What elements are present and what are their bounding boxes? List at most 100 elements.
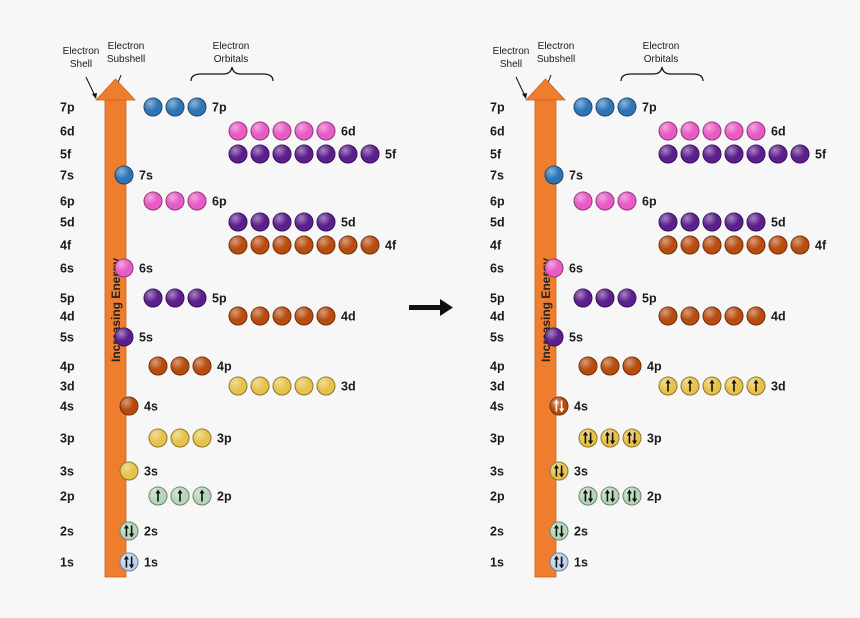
spin-down-arrow-icon <box>559 465 565 478</box>
spin-down-arrow-icon <box>588 490 594 503</box>
orbital-circle <box>680 212 700 232</box>
orbital-circle <box>746 121 766 141</box>
spin-up-arrow-icon <box>123 524 129 537</box>
subshell-label: 3d <box>60 380 75 394</box>
orbital-circle <box>622 486 642 506</box>
orbital-circle <box>272 121 292 141</box>
orbital-circle <box>228 144 248 164</box>
subshell-label: 5p <box>490 292 505 306</box>
subshell-label: 4p <box>60 360 75 374</box>
orbital-circle <box>600 486 620 506</box>
orbital-circle <box>316 376 336 396</box>
orbital-circle <box>192 356 212 376</box>
subshell-1s: 1s 1s <box>60 552 158 572</box>
orbital-label: 7s <box>139 169 153 183</box>
spin-down-arrow-icon <box>588 432 594 445</box>
orbital-circle <box>680 235 700 255</box>
orbital-circle <box>658 121 678 141</box>
spin-down-arrow-icon <box>632 490 638 503</box>
orbital-circle <box>746 306 766 326</box>
orbital-circle <box>187 191 207 211</box>
orbital-circle <box>549 461 569 481</box>
subshell-label: 4d <box>490 310 505 324</box>
orbital-circle <box>250 306 270 326</box>
orbital-label: 3s <box>574 465 588 479</box>
orbital-circle <box>119 521 139 541</box>
orbital-circle <box>573 191 593 211</box>
orbital-circle <box>294 376 314 396</box>
orbital-circle <box>595 97 615 117</box>
orbital-circle <box>702 212 722 232</box>
orbital-label: 6p <box>212 195 227 209</box>
orbital-circle <box>316 235 336 255</box>
spin-up-arrow-icon <box>687 379 693 392</box>
subshell-label: 7s <box>490 169 504 183</box>
orbital-label: 5f <box>815 148 827 162</box>
spin-up-arrow-icon <box>753 379 759 392</box>
orbital-circle <box>600 356 620 376</box>
orbital-circle <box>360 235 380 255</box>
subshell-label: 1s <box>60 556 74 570</box>
orbital-circle <box>338 144 358 164</box>
orbital-circle <box>658 144 678 164</box>
orbital-circle <box>549 396 569 416</box>
spin-up-arrow-icon <box>582 431 588 444</box>
spin-down-arrow-icon <box>610 432 616 445</box>
orbital-circle <box>768 144 788 164</box>
orbital-circle <box>578 486 598 506</box>
orbital-label: 4p <box>647 360 662 374</box>
subshell-label: 7p <box>490 101 505 115</box>
increasing-energy-arrow: Increasing Energy <box>95 78 136 578</box>
subshell-label: 2p <box>60 490 75 504</box>
orbital-label: 6p <box>642 195 657 209</box>
subshell-label: 5f <box>60 148 72 162</box>
orbital-circle <box>658 376 678 396</box>
orbital-circle <box>549 552 569 572</box>
orbital-circle <box>148 486 168 506</box>
spin-up-arrow-icon <box>665 379 671 392</box>
orbital-circle <box>228 235 248 255</box>
orbital-circle <box>119 552 139 572</box>
orbital-circle <box>573 97 593 117</box>
orbital-circle <box>143 97 163 117</box>
orbital-circle <box>658 212 678 232</box>
orbital-circle <box>702 306 722 326</box>
orbital-label: 4d <box>341 310 356 324</box>
orbital-circle <box>544 327 564 347</box>
orbital-label: 4f <box>385 239 397 253</box>
orbital-circle <box>746 235 766 255</box>
orbital-circle <box>316 144 336 164</box>
spin-up-arrow-icon <box>553 399 559 412</box>
orbital-circle <box>170 428 190 448</box>
orbital-circle <box>294 144 314 164</box>
orbital-circle <box>724 376 744 396</box>
orbital-circle <box>724 144 744 164</box>
orbital-circle <box>165 288 185 308</box>
orbital-circle <box>600 428 620 448</box>
orbital-circle <box>617 97 637 117</box>
spin-up-arrow-icon <box>553 555 559 568</box>
orbital-label: 1s <box>144 556 158 570</box>
subshell-label: 7p <box>60 101 75 115</box>
orbital-circle <box>768 235 788 255</box>
subshell-label: 4f <box>490 239 502 253</box>
spin-up-arrow-icon <box>709 379 715 392</box>
spin-up-arrow-icon <box>626 431 632 444</box>
orbital-circle <box>724 121 744 141</box>
orbital-label: 6d <box>771 125 786 139</box>
